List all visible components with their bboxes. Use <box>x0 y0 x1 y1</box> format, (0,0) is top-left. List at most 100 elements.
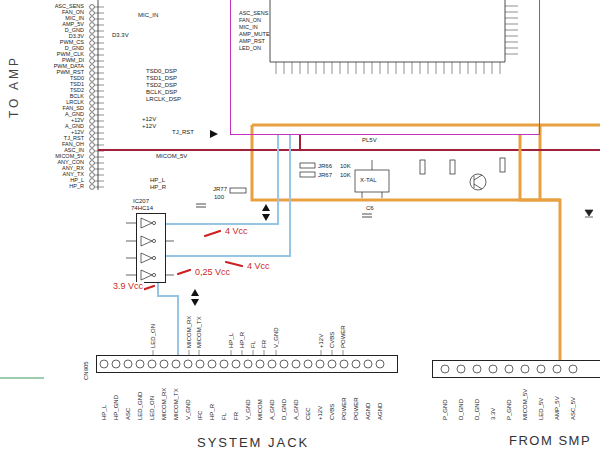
ic-chip: IC20774HC14 <box>136 213 166 283</box>
connector-pin <box>90 71 95 76</box>
inverter-symbol <box>141 218 152 228</box>
resistor-symbol <box>230 158 505 193</box>
pin-name: +12V <box>318 334 324 348</box>
signal-name: C6 <box>366 205 374 211</box>
connector-pin <box>196 360 204 368</box>
ic-pin <box>316 62 317 74</box>
voltage-note: 4 Vcc <box>246 262 271 271</box>
connector-header: CN905SYSTEM JACK <box>96 355 398 373</box>
connector-pin <box>280 360 288 368</box>
capacitor-symbol <box>362 214 372 215</box>
pin-name: TSD0 <box>70 76 84 82</box>
node-label: IC207 <box>133 198 149 204</box>
ic-pin <box>126 258 136 259</box>
connector-pin <box>292 360 300 368</box>
pin-name: FL <box>250 341 256 348</box>
pin-name: D_GND <box>458 399 464 420</box>
pin-stub <box>94 55 104 56</box>
ic-pin <box>468 62 469 74</box>
ic-pin <box>412 62 413 74</box>
ic-pin <box>348 62 349 74</box>
pin-name: TJ_RST <box>64 136 84 142</box>
ic-pin <box>476 62 477 74</box>
signal-name: HP_R <box>150 184 166 190</box>
signal-name: LRCLK_DSP <box>146 96 181 102</box>
resistor-symbol <box>300 172 315 177</box>
pin-stub <box>94 109 104 110</box>
pin-name: HP_L <box>101 405 107 420</box>
connector-pin <box>90 47 95 52</box>
connector-pin <box>172 360 180 368</box>
pin-stub <box>94 91 104 92</box>
node-label: ASC_SENS <box>239 11 268 17</box>
pin-name: ASC_SENS <box>55 4 84 10</box>
ic-pin <box>276 62 277 74</box>
pin-name: V_GND <box>245 399 251 420</box>
pin-stub <box>94 97 104 98</box>
pin-name: 3.3V <box>490 408 496 420</box>
supply-wire <box>300 149 600 151</box>
pin-stub <box>94 67 104 68</box>
crystal-symbol <box>355 170 389 192</box>
pin-name: TSD1 <box>70 82 84 88</box>
signal-arrow <box>191 299 199 306</box>
signal-name: X-TAL <box>360 177 377 183</box>
pin-name: HP_L <box>228 333 234 348</box>
pin-stub <box>94 181 104 182</box>
ic-pin <box>436 62 437 74</box>
pin-name: D_GND <box>281 399 287 420</box>
signal-name: PL5V <box>362 137 377 143</box>
signal-name: JR66 <box>318 163 332 169</box>
ic-pin <box>284 62 285 74</box>
pin-name: +12V <box>71 130 84 136</box>
crystal-symbol <box>372 160 373 170</box>
ic-pin <box>308 62 309 74</box>
connector-pin <box>90 167 95 172</box>
ic-pin <box>404 62 405 74</box>
pin-stub <box>94 73 104 74</box>
pin-name: MICOM_5V <box>55 154 84 160</box>
ic-pin <box>126 275 136 276</box>
connector-pin <box>90 83 95 88</box>
signal-name: TJ_RST <box>172 129 194 135</box>
pin-name: D_GND <box>65 28 84 34</box>
pin-name: HP_L <box>70 178 84 184</box>
connector-pin <box>441 365 449 373</box>
signal-name: +12V <box>142 123 156 129</box>
pin-name: HP_R <box>209 404 215 420</box>
connector-pin <box>90 161 95 166</box>
ic-pin <box>420 62 421 74</box>
inverter-symbol <box>141 270 152 280</box>
transistor-symbol <box>474 176 475 188</box>
connector-pin <box>90 23 95 28</box>
pin-name: AMP_5V <box>554 396 560 420</box>
pin-name: P_GND <box>506 399 512 420</box>
pin-name: D_GND <box>65 46 84 52</box>
connector-pin <box>328 360 336 368</box>
inverter-symbol <box>152 256 155 259</box>
pin-name: HP_GND <box>113 395 119 420</box>
connector-pin <box>90 77 95 82</box>
pin-stub <box>94 121 104 122</box>
ic-pin <box>505 6 518 7</box>
node-label: 74HC14 <box>131 205 153 211</box>
ic-pin <box>340 62 341 74</box>
ic-pin <box>452 62 453 74</box>
inverter-symbol <box>152 239 155 242</box>
ic-pin <box>356 62 357 74</box>
pin-stub <box>94 49 104 50</box>
connector-pin <box>256 360 264 368</box>
signal-name: MIC_IN <box>138 12 158 18</box>
connector-pin <box>124 360 132 368</box>
connector-pin <box>90 137 95 142</box>
ic-pin <box>364 62 365 74</box>
pin-stub <box>94 127 104 128</box>
capacitor-symbol <box>196 207 206 208</box>
ic-pin <box>300 62 301 74</box>
connector-pin <box>90 41 95 46</box>
pin-stub <box>94 25 104 26</box>
connector-pin <box>521 365 529 373</box>
crystal-symbol <box>355 160 389 198</box>
pin-stub <box>94 115 104 116</box>
